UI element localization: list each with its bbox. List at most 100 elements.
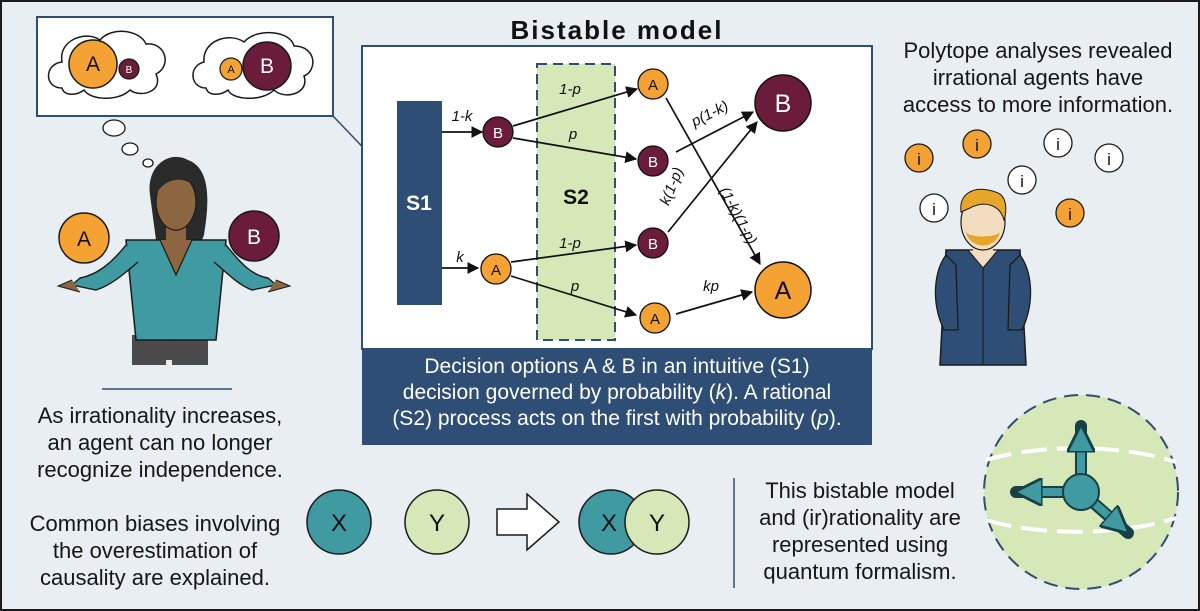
bubble-b-small (118, 58, 140, 80)
node-b-mid-label: B (648, 154, 658, 171)
agent-woman (56, 156, 292, 365)
caption-line-1: Decision options A & B in an intuitive (… (424, 355, 810, 378)
bubble-b-small-label: B (126, 65, 133, 76)
node-a-top (637, 68, 669, 100)
polytope-line-2: irrational agents have (932, 65, 1144, 90)
outcome-b-label: B (775, 90, 792, 118)
edge-b2-outb (667, 121, 758, 233)
biases-line-1: Common biases involving (29, 511, 281, 536)
edge-a-a (510, 275, 638, 318)
info-bubble-6-label: i (932, 200, 936, 219)
agent-option-b-label: B (247, 226, 261, 249)
transform-arrow (496, 492, 561, 552)
irrationality-text: As irrationality increases, an agent can… (10, 402, 310, 483)
quantum-line-2: and (ir)rationality are (759, 505, 961, 530)
quantum-sphere (983, 394, 1179, 590)
overlap-y-label: Y (649, 510, 665, 537)
node-b-low-label: B (648, 236, 658, 253)
node-a-s1 (480, 253, 512, 285)
quantum-line-3: represented using (771, 532, 949, 557)
info-bubble-7 (1055, 198, 1085, 228)
info-bubble-1-label: i (917, 150, 921, 169)
biases-text: Common biases involving the overestimati… (10, 510, 300, 591)
info-bubble-3 (1043, 128, 1073, 158)
edge-b-outb (675, 111, 755, 153)
node-a-bottom (639, 302, 671, 334)
node-b-mid (637, 145, 669, 177)
agent-option-a (58, 212, 110, 264)
overlap-x-label: X (601, 510, 617, 537)
bubble-a-big-label: A (86, 53, 100, 76)
outcome-a-label: A (775, 277, 792, 305)
info-bubble-4-label: i (1107, 150, 1111, 169)
caption-line-2: decision governed by probability (k). A … (362, 380, 872, 406)
caption-k: k (715, 381, 727, 404)
bubble-a-small (219, 57, 243, 81)
biases-line-3: causality are explained. (40, 565, 270, 590)
s1-bar (397, 101, 442, 305)
overlap-y (624, 489, 690, 555)
edge-a-outa (665, 97, 761, 266)
info-bubble-4 (1094, 143, 1124, 173)
info-bubble-3-label: i (1056, 135, 1060, 154)
agent-option-b (228, 210, 280, 262)
quantum-line-1: This bistable model (765, 478, 955, 503)
caption-line-3a: (S2) process acts on the first with prob… (392, 407, 818, 430)
thought-box: A B A B (36, 16, 376, 161)
edge-a2-outa (675, 289, 754, 315)
info-bubble-1 (904, 143, 934, 173)
edge-b-b (512, 137, 638, 164)
circle-x (306, 489, 372, 555)
edge-a-b (510, 240, 638, 263)
polytope-line-1: Polytope analyses revealed (903, 38, 1173, 63)
model-edges (442, 86, 761, 318)
caption-p: p (817, 407, 829, 430)
irrationality-line-3: recognize independence. (37, 457, 283, 482)
model-caption: Decision options A & B in an intuitive (… (362, 349, 872, 445)
node-b-low (637, 227, 669, 259)
info-bubble-5 (1007, 165, 1037, 195)
venn-section: X Y X Y (306, 489, 690, 555)
agent-man (934, 188, 1032, 366)
label-kp: kp (703, 278, 719, 295)
circle-y-label: Y (429, 510, 445, 537)
label-p-top: p (568, 126, 577, 143)
thought-trail (102, 119, 154, 168)
label-1p-bottom: 1-p (559, 235, 581, 252)
polytope-text: Polytope analyses revealed irrational ag… (888, 37, 1188, 118)
info-bubble-7-label: i (1068, 205, 1072, 224)
s2-region (536, 63, 616, 341)
bubble-a-big (68, 39, 118, 89)
quantum-line-4: quantum formalism. (763, 559, 957, 584)
circle-x-label: X (331, 510, 347, 537)
node-a-s1-label: A (491, 262, 501, 279)
circle-y (404, 489, 470, 555)
caption-line-2a: decision governed by probability ( (402, 381, 716, 404)
caption-line-3b: ). (828, 407, 842, 430)
bubble-b-big-label: B (260, 55, 274, 78)
bubble-a-small-label: A (227, 64, 235, 76)
label-1p-top: 1-p (559, 81, 581, 98)
polytope-line-3: access to more information. (902, 92, 1174, 117)
label-1k: 1-k (452, 108, 474, 125)
s1-label: S1 (406, 192, 432, 215)
info-bubble-5-label: i (1020, 172, 1024, 191)
bubble-b-big (242, 41, 292, 91)
irrationality-line-1: As irrationality increases, (37, 403, 283, 428)
quantum-text: This bistable model and (ir)rationality … (745, 477, 975, 585)
info-bubble-2-label: i (975, 136, 979, 155)
info-bubble-2 (962, 129, 992, 159)
label-p-bottom: p (570, 278, 579, 295)
caption-line-2b: ). A rational (726, 381, 832, 404)
node-b-s1-label: B (493, 125, 503, 142)
agent-option-a-label: A (77, 228, 91, 251)
node-a-top-label: A (648, 77, 658, 94)
biases-line-2: the overestimation of (52, 538, 258, 563)
info-bubbles: i i i i i i i (904, 128, 1124, 228)
node-b-s1 (482, 116, 514, 148)
irrationality-line-2: an agent can no longer (47, 430, 273, 455)
edge-b-a (512, 86, 639, 127)
node-a-bottom-label: A (650, 311, 660, 328)
